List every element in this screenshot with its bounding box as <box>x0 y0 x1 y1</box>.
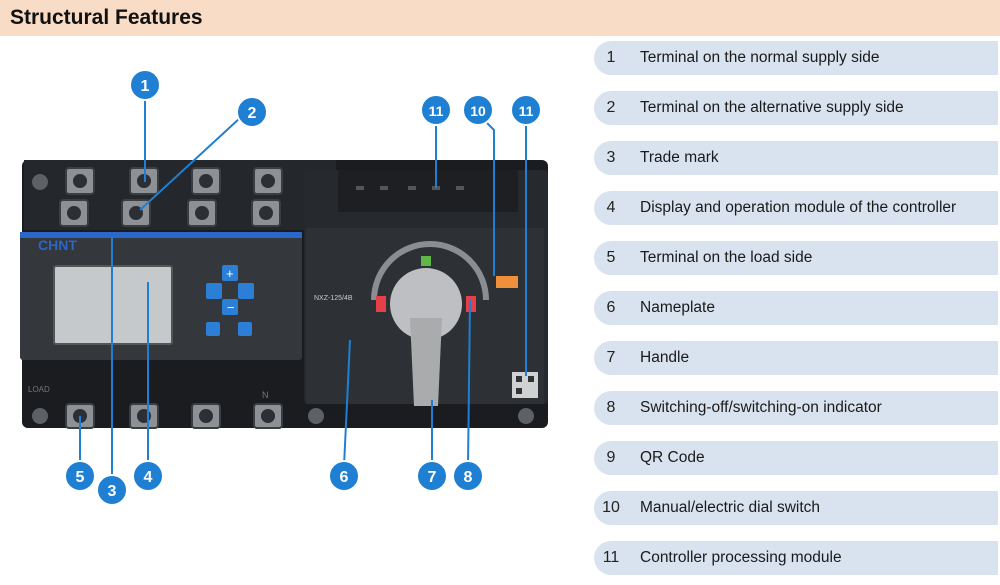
load-label: LOAD <box>28 385 50 394</box>
model-label: NXZ-125/4B <box>314 295 353 302</box>
legend-label: Trade mark <box>640 149 719 166</box>
handle-knob <box>390 268 462 340</box>
legend-item: 10 Manual/electric dial switch <box>594 491 998 525</box>
legend-item: 11 Controller processing module <box>594 541 998 575</box>
legend-number: 4 <box>594 191 628 225</box>
callout-4: 4 <box>144 469 153 486</box>
legend-number: 1 <box>594 41 628 75</box>
callout-5: 5 <box>76 469 85 486</box>
svg-text:+: + <box>226 266 234 281</box>
legend-number: 6 <box>594 291 628 325</box>
legend-item: 2 Terminal on the alternative supply sid… <box>594 91 998 125</box>
keypad: + − <box>206 265 254 336</box>
legend-number: 3 <box>594 141 628 175</box>
legend-label: Switching-off/switching-on indicator <box>640 399 882 416</box>
legend-item: 1 Terminal on the normal supply side <box>594 41 998 75</box>
callout-6: 6 <box>340 469 349 486</box>
device-illustration: CHNT + − LOAD N NXZ-125/4B <box>0 40 580 580</box>
legend-label: Terminal on the normal supply side <box>640 49 880 66</box>
header-bar: Structural Features <box>0 0 1000 36</box>
legend-item: 7 Handle <box>594 341 998 375</box>
legend-number: 8 <box>594 391 628 425</box>
callout-3: 3 <box>108 483 117 500</box>
callouts: 1 2 3 4 5 6 7 8 10 11 11 <box>64 69 542 506</box>
legend-number: 11 <box>594 541 628 575</box>
legend-label: Handle <box>640 349 690 366</box>
svg-text:−: − <box>227 300 235 315</box>
legend-item: 8 Switching-off/switching-on indicator <box>594 391 998 425</box>
legend-label: Terminal on the load side <box>640 249 813 266</box>
callout-8: 8 <box>464 469 473 486</box>
legend-item: 4 Display and operation module of the co… <box>594 191 998 225</box>
page-title: Structural Features <box>10 6 203 29</box>
n-label: N <box>262 390 269 400</box>
callout-10: 10 <box>470 103 486 119</box>
legend-label: Terminal on the alternative supply side <box>640 99 904 116</box>
legend-number: 7 <box>594 341 628 375</box>
callout-7: 7 <box>428 469 437 486</box>
legend-label: Display and operation module of the cont… <box>640 199 957 216</box>
legend-number: 2 <box>594 91 628 125</box>
legend-item: 5 Terminal on the load side <box>594 241 998 275</box>
callout-2: 2 <box>248 105 257 122</box>
legend-label: Manual/electric dial switch <box>640 499 821 516</box>
legend-number: 10 <box>594 491 628 525</box>
legend-item: 3 Trade mark <box>594 141 998 175</box>
legend-label: Controller processing module <box>640 549 842 566</box>
callout-11-right: 11 <box>519 103 534 119</box>
legend-number: 9 <box>594 441 628 475</box>
legend-label: Nameplate <box>640 299 715 316</box>
callout-1: 1 <box>141 78 150 95</box>
legend-number: 5 <box>594 241 628 275</box>
brand-logo: CHNT <box>38 237 77 253</box>
callout-11-left: 11 <box>429 103 444 119</box>
legend-item: 9 QR Code <box>594 441 998 475</box>
legend-label: QR Code <box>640 449 705 466</box>
legend-item: 6 Nameplate <box>594 291 998 325</box>
handle <box>410 318 442 406</box>
